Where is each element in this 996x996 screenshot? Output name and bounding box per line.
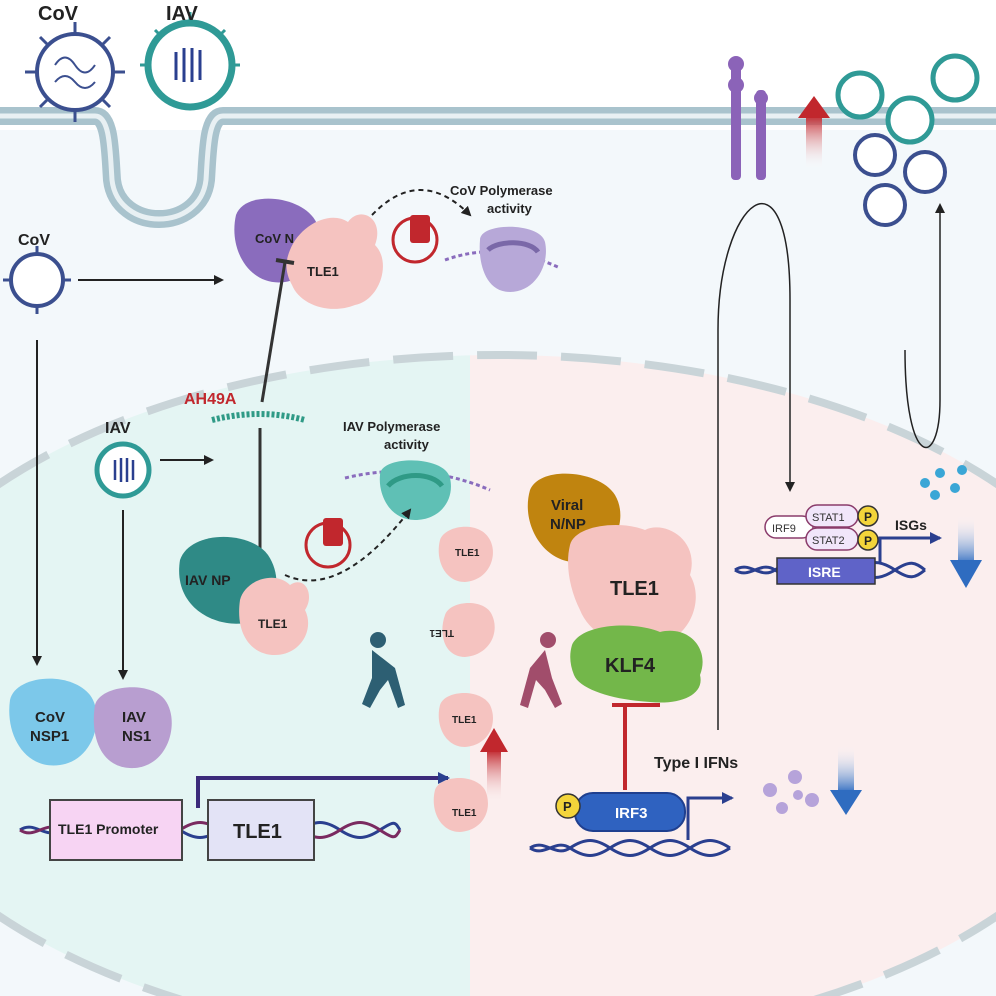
cov-nsp1-protein-icon bbox=[9, 678, 97, 766]
stat2-phospho-label: P bbox=[864, 534, 872, 548]
isre-label: ISRE bbox=[808, 564, 841, 580]
stat1-phospho-badge bbox=[857, 505, 879, 527]
viral-np-label-line2: N/NP bbox=[550, 516, 586, 533]
fuel-can-icon-2 bbox=[304, 518, 352, 569]
free-tle1-label-3: TLE1 bbox=[452, 715, 477, 726]
isg-decrease-arrow-shaft bbox=[958, 515, 974, 565]
isre-box bbox=[776, 557, 876, 585]
tle1-gene-label: TLE1 bbox=[233, 821, 282, 843]
irf3-dna-strand-1 bbox=[529, 839, 731, 857]
iav-virion-top-icon bbox=[140, 12, 240, 111]
pushing-figure-left-icon bbox=[362, 632, 405, 708]
left-iav-label: IAV bbox=[105, 420, 131, 437]
iav-virion-left-icon bbox=[94, 441, 152, 499]
nsp1-label-line2: NSP1 bbox=[30, 728, 69, 745]
center-tle1-label: TLE1 bbox=[610, 578, 659, 600]
ifn-receptor-icon bbox=[728, 56, 768, 180]
ns1-label-line2: NS1 bbox=[122, 728, 151, 745]
cov-polymerase-label-line2: activity bbox=[487, 201, 533, 216]
cov-tle1-label: TLE1 bbox=[307, 264, 339, 279]
nucleus bbox=[0, 355, 996, 996]
fuel-can-icon bbox=[391, 215, 439, 264]
cov-polymerase-dashed-arrow bbox=[371, 189, 472, 217]
iav-tle1-label: TLE1 bbox=[258, 617, 288, 631]
free-tle1-icon bbox=[433, 526, 495, 832]
top-iav-label: IAV bbox=[166, 3, 199, 25]
inhibitor-block-cov-line bbox=[260, 261, 287, 403]
nsp1-label-line1: CoV bbox=[35, 709, 65, 726]
iav-polymerase-dashed-arrow bbox=[284, 508, 412, 582]
iav-polymerase-label-line1: IAV Polymerase bbox=[343, 419, 440, 434]
isgs-label: ISGs bbox=[895, 517, 927, 533]
iav-np-label: IAV NP bbox=[185, 572, 231, 588]
virus-release-arrow bbox=[904, 203, 945, 448]
free-tle1-label-2: TLE1 bbox=[429, 627, 454, 638]
isg-molecules-icon bbox=[920, 465, 967, 500]
stat2-phospho-badge bbox=[857, 529, 879, 551]
irf3-phospho-badge bbox=[555, 793, 581, 819]
viral-np-tle1-klf4-complex bbox=[527, 473, 703, 703]
free-tle1-label-4: TLE1 bbox=[452, 808, 477, 819]
irf3-dna-strand-2 bbox=[529, 839, 731, 857]
iav-polymerase-icon bbox=[344, 460, 491, 520]
cov-virion-left-icon bbox=[3, 246, 71, 314]
ns1-label-line1: IAV bbox=[122, 709, 146, 726]
tle1-promoter-box bbox=[49, 799, 183, 861]
isg-decrease-arrow-icon bbox=[950, 560, 982, 588]
type-i-ifns-label: Type I IFNs bbox=[654, 755, 738, 772]
klf4-label: KLF4 bbox=[605, 655, 656, 677]
cov-polymerase-icon bbox=[444, 226, 561, 292]
viral-np-label-line1: Viral bbox=[551, 497, 583, 514]
iav-polymerase-label-line2: activity bbox=[384, 437, 430, 452]
irf9-label: IRF9 bbox=[772, 523, 796, 535]
released-virions-icon bbox=[835, 53, 980, 227]
tle1-promoter-label: TLE1 Promoter bbox=[58, 821, 159, 837]
ifn-molecules-icon bbox=[763, 770, 819, 814]
stat1-label: STAT1 bbox=[812, 512, 845, 524]
free-tle1-label-1: TLE1 bbox=[455, 548, 480, 559]
irf3-label: IRF3 bbox=[615, 805, 648, 822]
irf3-phospho-label: P bbox=[563, 799, 572, 814]
cov-n-label: CoV N bbox=[255, 231, 294, 246]
iav-ns1-protein-icon bbox=[93, 687, 172, 769]
inhibitor-peptide-icon bbox=[211, 411, 306, 423]
tle1-gene-box bbox=[207, 799, 315, 861]
tle1-increase-arrow-icon bbox=[480, 728, 508, 752]
cov-n-tle1-complex bbox=[234, 198, 383, 309]
cov-virion-top-icon bbox=[25, 22, 125, 122]
ifn-decrease-arrow-shaft bbox=[838, 745, 854, 793]
cov-polymerase-label-line1: CoV Polymerase bbox=[450, 183, 553, 198]
ifn-signaling-arrow bbox=[717, 203, 795, 730]
stat1-phospho-label: P bbox=[864, 510, 872, 524]
irf3-transcription-arrow bbox=[686, 792, 734, 840]
tle1-increase-arrow-shaft bbox=[487, 750, 501, 805]
transcription-arrow bbox=[196, 772, 450, 808]
inhibitor-label: AH49A bbox=[184, 391, 237, 408]
top-cov-label: CoV bbox=[38, 3, 79, 25]
virus-release-arrow-shaft bbox=[806, 115, 822, 170]
left-cov-label: CoV bbox=[18, 232, 50, 249]
pushing-figure-right-icon bbox=[520, 632, 562, 708]
iav-np-tle1-complex bbox=[179, 536, 310, 655]
stat2-label: STAT2 bbox=[812, 535, 845, 547]
virus-release-arrow-icon bbox=[798, 96, 830, 118]
ifn-decrease-arrow-icon bbox=[830, 790, 862, 815]
isg-transcription-arrow bbox=[878, 532, 942, 562]
nuclear-envelope bbox=[0, 351, 996, 996]
